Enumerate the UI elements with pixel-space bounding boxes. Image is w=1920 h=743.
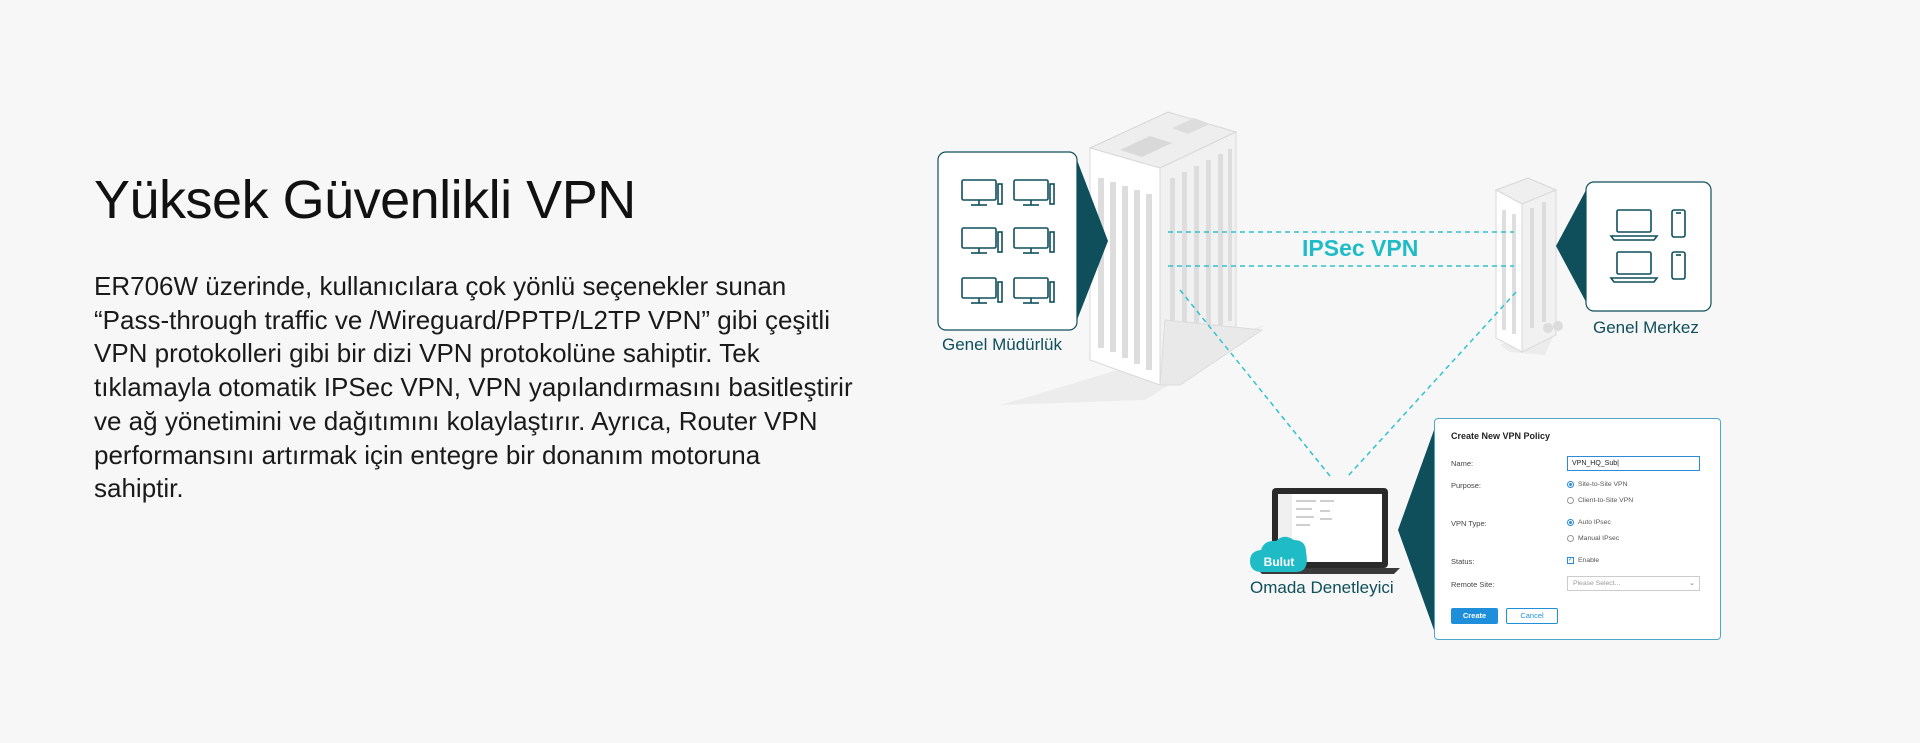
branch-label: Genel Merkez xyxy=(1593,318,1699,337)
status-label: Status: xyxy=(1451,557,1475,566)
select-placeholder: Please Select... xyxy=(1573,580,1621,587)
ipsec-vpn-label: IPSec VPN xyxy=(1302,235,1419,261)
smartphone-icon xyxy=(1671,209,1686,280)
vpn-type-radio-auto[interactable]: Auto IPsec xyxy=(1567,519,1611,526)
panel-title: Create New VPN Policy xyxy=(1451,431,1551,441)
page-title: Yüksek Güvenlikli VPN xyxy=(94,170,636,230)
vpn-type-label: VPN Type: xyxy=(1451,519,1487,528)
radio-selected-icon xyxy=(1567,481,1574,488)
purpose-label: Purpose: xyxy=(1451,481,1482,490)
controller-label: Omada Denetleyici xyxy=(1250,578,1394,597)
hq-label: Genel Müdürlük xyxy=(942,335,1063,354)
create-button[interactable]: Create xyxy=(1451,608,1498,624)
branch-device-card xyxy=(1556,181,1712,312)
radio-label: Manual IPsec xyxy=(1578,535,1620,542)
cancel-button[interactable]: Cancel xyxy=(1506,608,1558,624)
remote-site-label: Remote Site: xyxy=(1451,580,1495,589)
branch-arrow xyxy=(1556,190,1586,302)
radio-label: Site-to-Site VPN xyxy=(1578,481,1628,488)
cloud-icon xyxy=(1250,536,1307,572)
name-label: Name: xyxy=(1451,459,1474,468)
radio-label: Client-to-Site VPN xyxy=(1578,497,1634,504)
panel-arrow xyxy=(1398,430,1434,630)
hq-shadow xyxy=(1000,325,1265,405)
radio-unselected-icon xyxy=(1567,497,1574,504)
hq-building xyxy=(1088,111,1264,386)
radio-label: Auto IPsec xyxy=(1578,519,1611,526)
hq-arrow xyxy=(1077,160,1108,320)
vpn-policy-panel: Create New VPN Policy Name: VPN_HQ_Sub| … xyxy=(1434,418,1721,640)
status-enable-checkbox[interactable]: ✓ Enable xyxy=(1567,557,1599,564)
branch-building xyxy=(1494,177,1563,353)
checkmark-icon: ✓ xyxy=(1567,557,1574,564)
chevron-down-icon: ⌄ xyxy=(1689,580,1695,587)
hq-device-card xyxy=(937,151,1108,331)
radio-selected-icon xyxy=(1567,519,1574,526)
checkbox-label: Enable xyxy=(1578,557,1600,564)
description-text: ER706W üzerinde, kullanıcılara çok yönlü… xyxy=(94,271,853,504)
cloud-badge: Bulut xyxy=(1263,555,1295,569)
desktop-monitor-icon xyxy=(961,179,1055,304)
remote-site-select[interactable]: Please Select... ⌄ xyxy=(1567,576,1700,591)
vpn-type-radio-manual[interactable]: Manual IPsec xyxy=(1567,535,1619,542)
name-input[interactable]: VPN_HQ_Sub| xyxy=(1567,456,1700,471)
ipsec-tunnel xyxy=(1168,231,1517,477)
purpose-radio-site-to-site[interactable]: Site-to-Site VPN xyxy=(1567,481,1627,488)
intro-section: Yüksek Güvenlikli VPN ER706W üzerinde, k… xyxy=(94,168,854,506)
laptop-icon xyxy=(1609,209,1659,283)
radio-unselected-icon xyxy=(1567,535,1574,542)
purpose-radio-client-to-site[interactable]: Client-to-Site VPN xyxy=(1567,497,1633,504)
